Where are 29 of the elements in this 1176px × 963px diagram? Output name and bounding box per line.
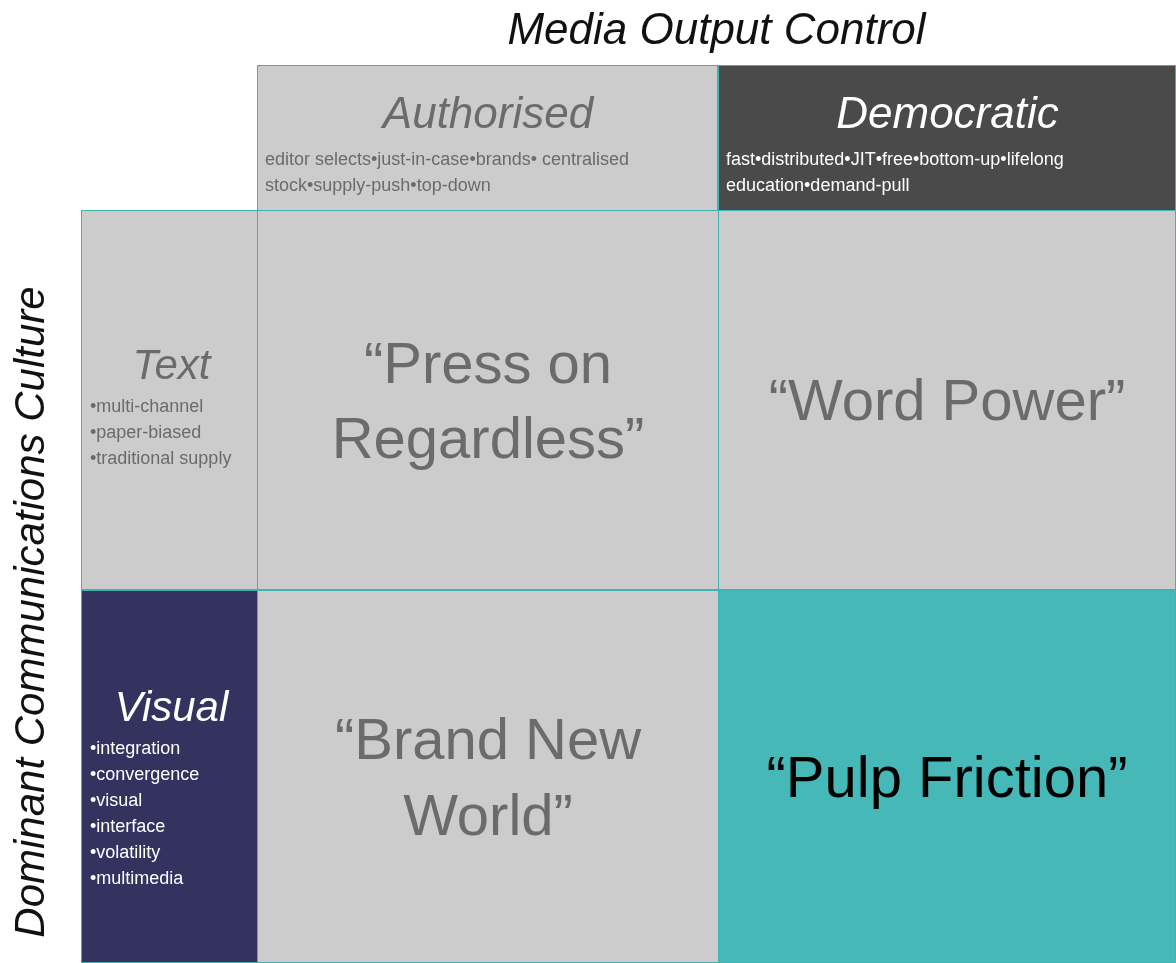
bullet-item: •integration <box>90 737 182 760</box>
header-title: Text <box>131 341 213 389</box>
quadrant-cell <box>257 210 719 590</box>
column-header-cell <box>257 65 718 211</box>
description: editor selects•just-in-case•brands• centralised stock•supply-push•top-down <box>265 148 631 197</box>
column-header-cell <box>718 65 1176 211</box>
chart-title: Media Output Control <box>506 4 928 54</box>
quadrant-cell <box>718 590 1176 963</box>
bullet-item: •paper-biased <box>90 421 203 444</box>
header-title: Visual <box>113 683 231 731</box>
bullet-item: •convergence <box>90 763 201 786</box>
quadrant-title: “Word Power” <box>768 366 1126 435</box>
row-header-cell <box>81 590 258 963</box>
description: fast•distributed•JIT•free•bottom-up•lifelong education•demand-pull <box>726 148 1065 197</box>
header-title: Democratic <box>835 88 1060 138</box>
quadrant-cell <box>257 590 719 963</box>
quadrant-cell <box>718 210 1176 590</box>
bullet-item: •traditional supply <box>90 447 233 470</box>
row-header-cell <box>81 210 258 590</box>
axis-title: Dominant Communications Culture <box>6 286 54 938</box>
quadrant-title: “Brand New World” <box>333 705 643 849</box>
bullet-item: •visual <box>90 789 144 812</box>
header-title: Authorised <box>380 88 596 138</box>
bullet-item: •volatility <box>90 841 162 864</box>
bullet-item: •multi-channel <box>90 395 205 418</box>
quadrant-title: “Pulp Friction” <box>766 742 1128 811</box>
bullet-item: •multimedia <box>90 867 185 890</box>
bullet-item: •interface <box>90 815 167 838</box>
quadrant-title: “Press on Regardless” <box>330 328 646 472</box>
